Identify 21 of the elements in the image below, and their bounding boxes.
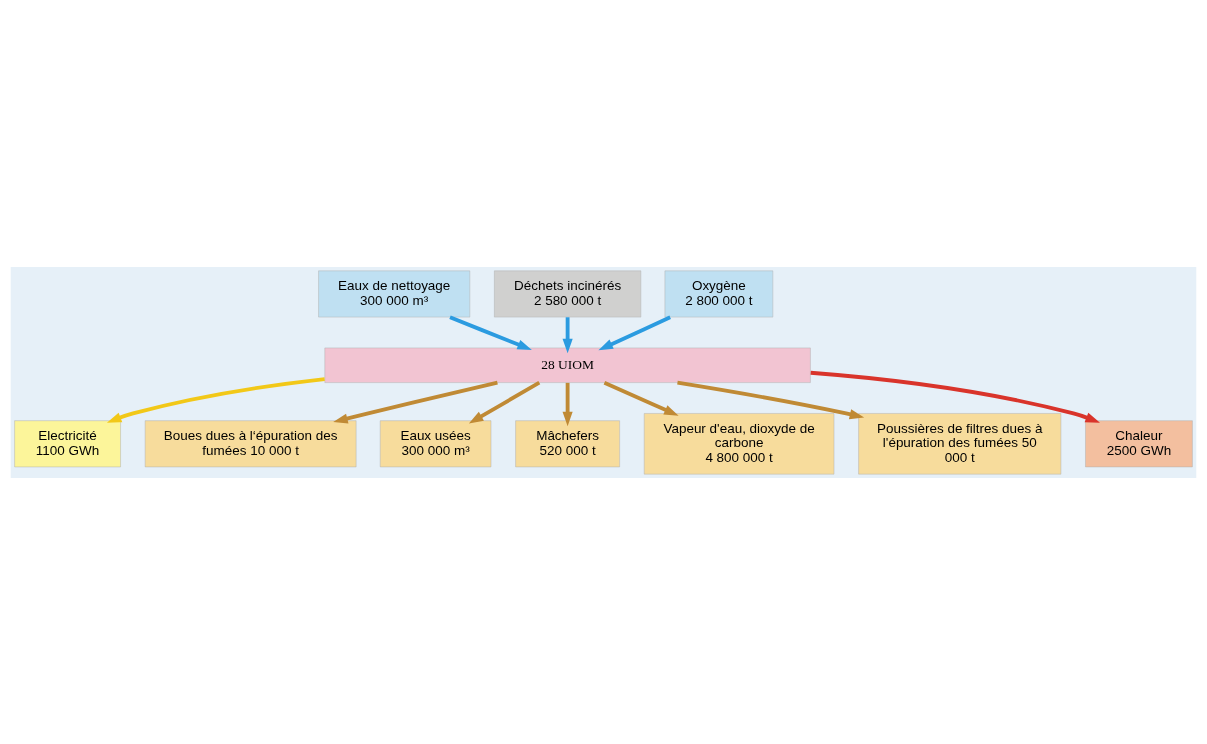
node-box: Electricité 1100 GWh [14, 419, 121, 467]
arrow [106, 376, 325, 423]
node-box: Vapeur d'eau, dioxyde de carbone 4 800 000 t [643, 412, 835, 474]
node-box: 28 UIOM [324, 347, 811, 383]
node-box: Boues dues à l‘épuration des fumées 10 000 t [144, 419, 357, 467]
arrow [810, 370, 1100, 423]
node-box: Eaux usées 300 000 m³ [380, 419, 492, 467]
arrow [562, 316, 573, 353]
arrow [449, 315, 532, 350]
node-box: Mâchefers 520 000 t [515, 419, 620, 467]
arrow [603, 380, 679, 416]
node-box: Oxygène 2 800 000 t [664, 270, 774, 317]
arrow [677, 380, 865, 419]
node-box: Chaleur 2500 GWh [1085, 419, 1193, 467]
node-box: Poussières de filtres dues à l'épuration des fumées 50 000 t [858, 412, 1062, 474]
node-box: Eaux de nettoyage 300 000 m³ [318, 270, 471, 317]
arrow [598, 315, 671, 350]
arrow [562, 382, 573, 426]
arrow [333, 380, 498, 423]
arrow [468, 380, 541, 424]
node-box: Déchets incinérés 2 580 000 t [494, 270, 642, 317]
